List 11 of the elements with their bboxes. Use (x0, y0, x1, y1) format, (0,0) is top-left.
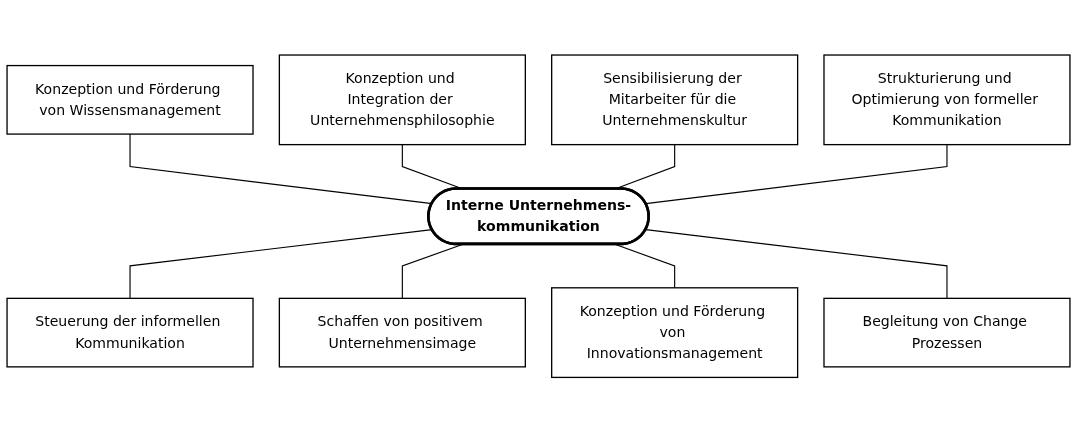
node-box: Sensibilisierung der Mitarbeiter für die Unternehmenskultur (551, 54, 799, 146)
node-box: Konzeption und Förderung von Wissensmanagement (6, 64, 254, 135)
connector (645, 143, 948, 204)
node-box: Schaffen von positivem Unternehmensimage (278, 297, 526, 368)
node-box: Begleitung von Change Prozessen (823, 297, 1071, 368)
node-box: Konzeption und Förderung von Innovationsmanagement (551, 286, 799, 378)
node-box: Konzeption und Integration der Unternehmensphilosophie (278, 54, 526, 146)
connector (645, 228, 948, 299)
node-box: Strukturierung und Optimierung von formeller Kommunikation (823, 54, 1071, 146)
connector (129, 228, 433, 299)
node-box: Steuerung der informellen Kommunikation (6, 297, 254, 368)
